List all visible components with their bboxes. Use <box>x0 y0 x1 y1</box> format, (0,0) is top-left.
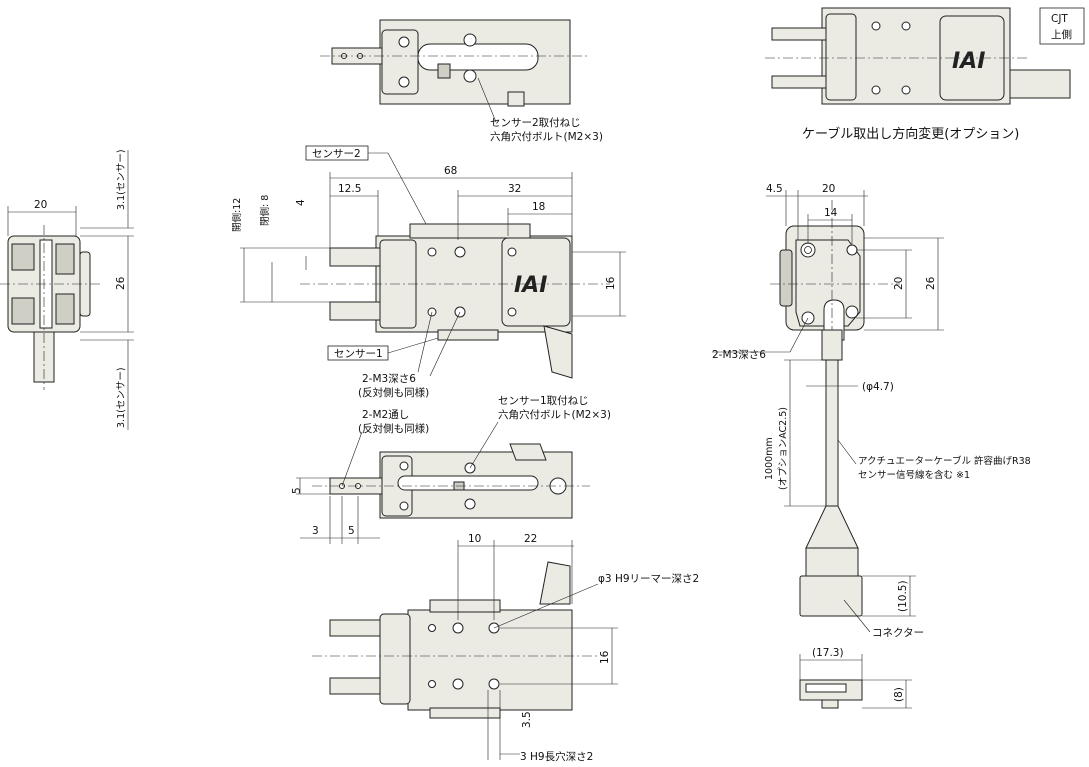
dim-finger-3: 3 <box>312 525 319 537</box>
label-m2-thru-2: (反対側も同様) <box>358 422 429 435</box>
dim-right-20-h: 20 <box>893 277 905 290</box>
label-cjt-up: 上側 <box>1051 28 1072 41</box>
logo-main: IAI <box>514 273 547 298</box>
label-m3-depth6-2: (反対側も同様) <box>358 386 429 399</box>
label-m3-depth6-1: 2-M3深さ6 <box>362 373 416 385</box>
dim-left-top-sensor: 3.1(センサー) <box>116 149 127 210</box>
label-m2-thru-1: 2-M2通し <box>362 409 409 421</box>
dim-conn-10-5: (10.5) <box>897 580 909 612</box>
label-sensor1-mount-1: センサー1取付ねじ <box>498 394 589 407</box>
dim-finger-5-v: 5 <box>291 487 303 494</box>
dim-bottom-22: 22 <box>524 533 537 545</box>
dim-open-12: 開側:12 <box>231 198 243 232</box>
label-sensor1-mount-2: 六角穴付ボルト(M2×3) <box>498 408 611 421</box>
label-reamer: φ3 H9リーマー深さ2 <box>598 573 699 585</box>
dim-finger-5-h: 5 <box>348 525 355 537</box>
top-view-upper: センサー2取付ねじ 六角穴付ボルト(M2×3) <box>320 19 603 143</box>
label-cable-desc-1: アクチュエーターケーブル 許容曲げR38 <box>858 455 1031 467</box>
tag-sensor2: センサー2 <box>312 148 361 160</box>
right-end-view: 4.5 20 14 20 26 2-M3深さ6 1000mm (オプションAC2… <box>712 183 1031 709</box>
dim-conn-17-3: (17.3) <box>812 647 844 659</box>
dim-bottom-10: 10 <box>468 533 481 545</box>
dim-18: 18 <box>532 201 545 213</box>
tag-sensor1: センサー1 <box>334 348 383 360</box>
dim-right-20-w: 20 <box>822 183 835 195</box>
label-connector: コネクター <box>872 627 924 639</box>
main-front-view: IAI 68 12.5 32 18 16 開側:12 閉側: 8 <box>231 145 626 399</box>
dim-12-5: 12.5 <box>338 183 361 195</box>
middle-side-view: 5 3 5 2-M2通し (反対側も同様) センサー1取付ねじ 六角穴付ボルト(… <box>291 394 611 544</box>
dim-conn-8: (8) <box>893 687 905 702</box>
dim-left-width: 20 <box>34 199 47 211</box>
label-cjt: CJT <box>1051 13 1068 25</box>
label-cable-option: ケーブル取出し方向変更(オプション) <box>802 126 1019 142</box>
bottom-view: 10 22 16 3.5 φ3 H9リーマー深さ2 3 H9長穴深さ2 <box>312 533 699 763</box>
label-cable-length-1: 1000mm <box>764 437 775 480</box>
label-cable-dia: (φ4.7) <box>862 381 894 393</box>
dim-bottom-3-5: 3.5 <box>521 711 533 728</box>
dim-overall-68: 68 <box>444 165 457 177</box>
dim-right-14: 14 <box>824 207 838 219</box>
dim-body-16: 16 <box>605 276 617 290</box>
label-cable-length-2: (オプションAC2.5) <box>778 407 789 490</box>
dim-4: 4 <box>295 199 307 206</box>
dim-closed-8: 閉側: 8 <box>259 195 271 226</box>
label-slot: 3 H9長穴深さ2 <box>520 750 593 763</box>
label-cable-desc-2: センサー信号線を含む ※1 <box>858 469 970 481</box>
dim-left-height: 26 <box>115 276 127 290</box>
left-end-view: 20 26 3.1(センサー) 3.1(センサー) <box>0 149 134 430</box>
cable-option-view: IAI CJT 上側 ケーブル取出し方向変更(オプション) <box>765 7 1085 142</box>
dim-right-26: 26 <box>925 276 937 290</box>
dim-left-bottom-sensor: 3.1(センサー) <box>116 367 127 428</box>
label-sensor2-mount-2: 六角穴付ボルト(M2×3) <box>490 130 603 143</box>
logo-top-right: IAI <box>952 49 985 74</box>
dim-32: 32 <box>508 183 521 195</box>
dim-bottom-16: 16 <box>599 650 611 664</box>
label-m3-depth6-right: 2-M3深さ6 <box>712 349 766 361</box>
dim-right-4-5: 4.5 <box>766 183 783 195</box>
label-sensor2-mount-1: センサー2取付ねじ <box>490 116 581 129</box>
